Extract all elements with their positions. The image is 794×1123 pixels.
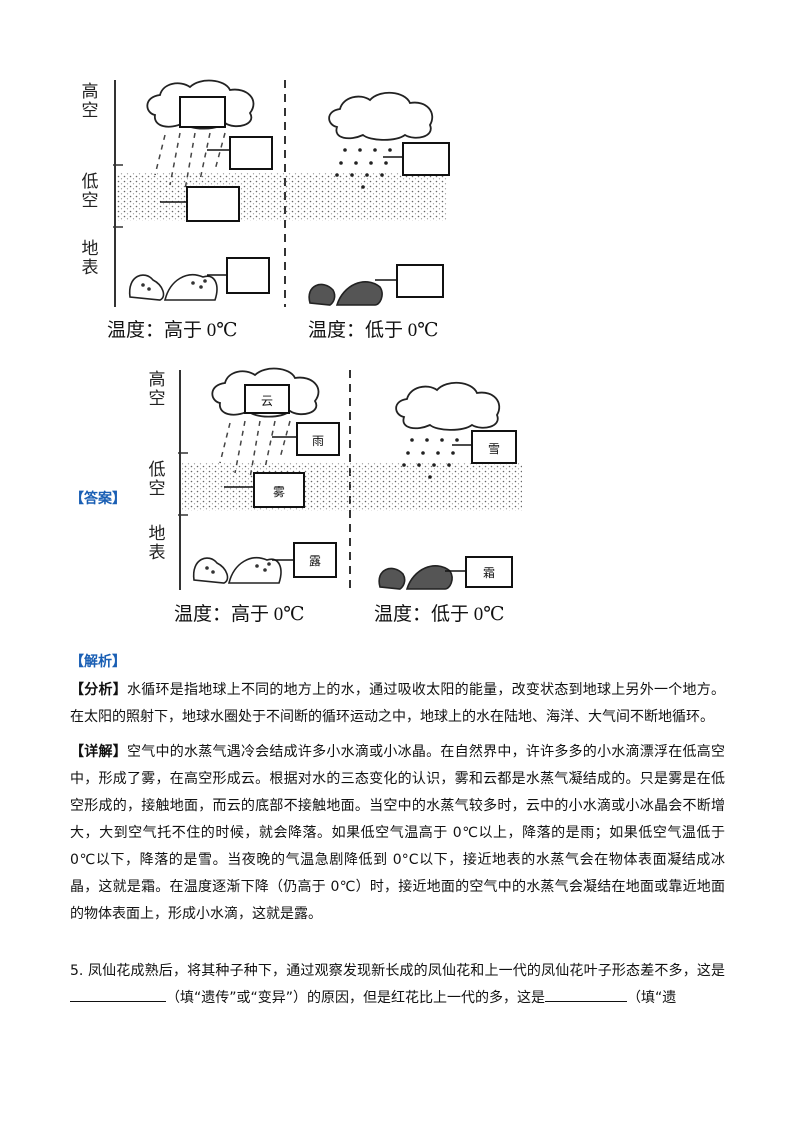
answer-tag: 【答案】: [70, 488, 126, 508]
water-cycle-figure-answer: 高空 低空 地表 云 雨 雾 露 雪 霜 温度：高于 0℃ 温度：低于 0℃: [142, 365, 527, 630]
question-text-a: 凤仙花成熟后，将其种子种下，通过观察发现新长成的凤仙花和上一代的凤仙花叶子形态差…: [88, 963, 725, 979]
label-ground-surface: 地表: [79, 240, 101, 278]
box-label-frost: 霜: [475, 564, 503, 581]
analysis-paragraph: 【分析】水循环是指地球上不同的地方上的水，通过吸收太阳的能量，改变状态到地球上另…: [70, 677, 725, 731]
xiangjie-text: 空气中的水蒸气遇冷会结成许多小水滴或小冰晶。在自然界中，许许多多的小水滴漂浮在低…: [70, 744, 725, 922]
question-number: 5.: [70, 963, 83, 979]
label-ground-surface: 地表: [146, 525, 168, 563]
answer-box-fog: [187, 187, 239, 221]
answer-box-dew: [227, 258, 269, 293]
question-5: 5. 凤仙花成熟后，将其种子种下，通过观察发现新长成的凤仙花和上一代的凤仙花叶子…: [70, 958, 725, 1012]
box-label-cloud: 云: [253, 392, 281, 409]
fog-band: [117, 173, 447, 221]
label-low-altitude: 低空: [146, 461, 168, 499]
label-high-altitude: 高空: [79, 83, 101, 121]
box-label-dew: 露: [301, 552, 329, 569]
answer-box-snow: [403, 143, 449, 175]
box-label-snow: 雪: [480, 440, 508, 457]
water-cycle-drawing: [75, 75, 455, 310]
detail-paragraph: 【详解】空气中的水蒸气遇冷会结成许多小水滴或小冰晶。在自然界中，许许多多的小水滴…: [70, 739, 725, 928]
question-text-b: （填“遗传”或“变异”）的原因，但是红花比上一代的多，这是: [166, 990, 545, 1006]
temp-label-warm: 温度：高于 0℃: [107, 315, 238, 342]
temp-label-cold: 温度：低于 0℃: [308, 315, 439, 342]
xiangjie-tag: 【详解】: [70, 744, 127, 760]
temp-label-warm: 温度：高于 0℃: [174, 599, 305, 626]
question-text-c: （填“遗: [627, 990, 676, 1006]
answer-box-rain: [230, 137, 272, 169]
label-low-altitude: 低空: [79, 173, 101, 211]
answer-box-cloud: [180, 97, 225, 127]
water-cycle-figure-blank: 高空 低空 地表 温度：高于 0℃ 温度：低于 0℃: [75, 75, 455, 345]
temp-label-cold: 温度：低于 0℃: [374, 599, 505, 626]
water-cycle-drawing-answer: [142, 365, 527, 595]
answer-blank-1[interactable]: [70, 987, 166, 1002]
cloud-shape: [329, 93, 432, 140]
answer-blank-2[interactable]: [545, 987, 627, 1002]
box-label-rain: 雨: [304, 432, 332, 449]
box-label-fog: 雾: [265, 483, 293, 500]
fenxi-text: 水循环是指地球上不同的地方上的水，通过吸收太阳的能量，改变状态到地球上另外一个地…: [70, 682, 725, 725]
label-high-altitude: 高空: [146, 371, 168, 409]
analysis-tag: 【解析】: [70, 651, 126, 671]
answer-box-frost: [397, 265, 443, 297]
fenxi-tag: 【分析】: [70, 682, 127, 698]
